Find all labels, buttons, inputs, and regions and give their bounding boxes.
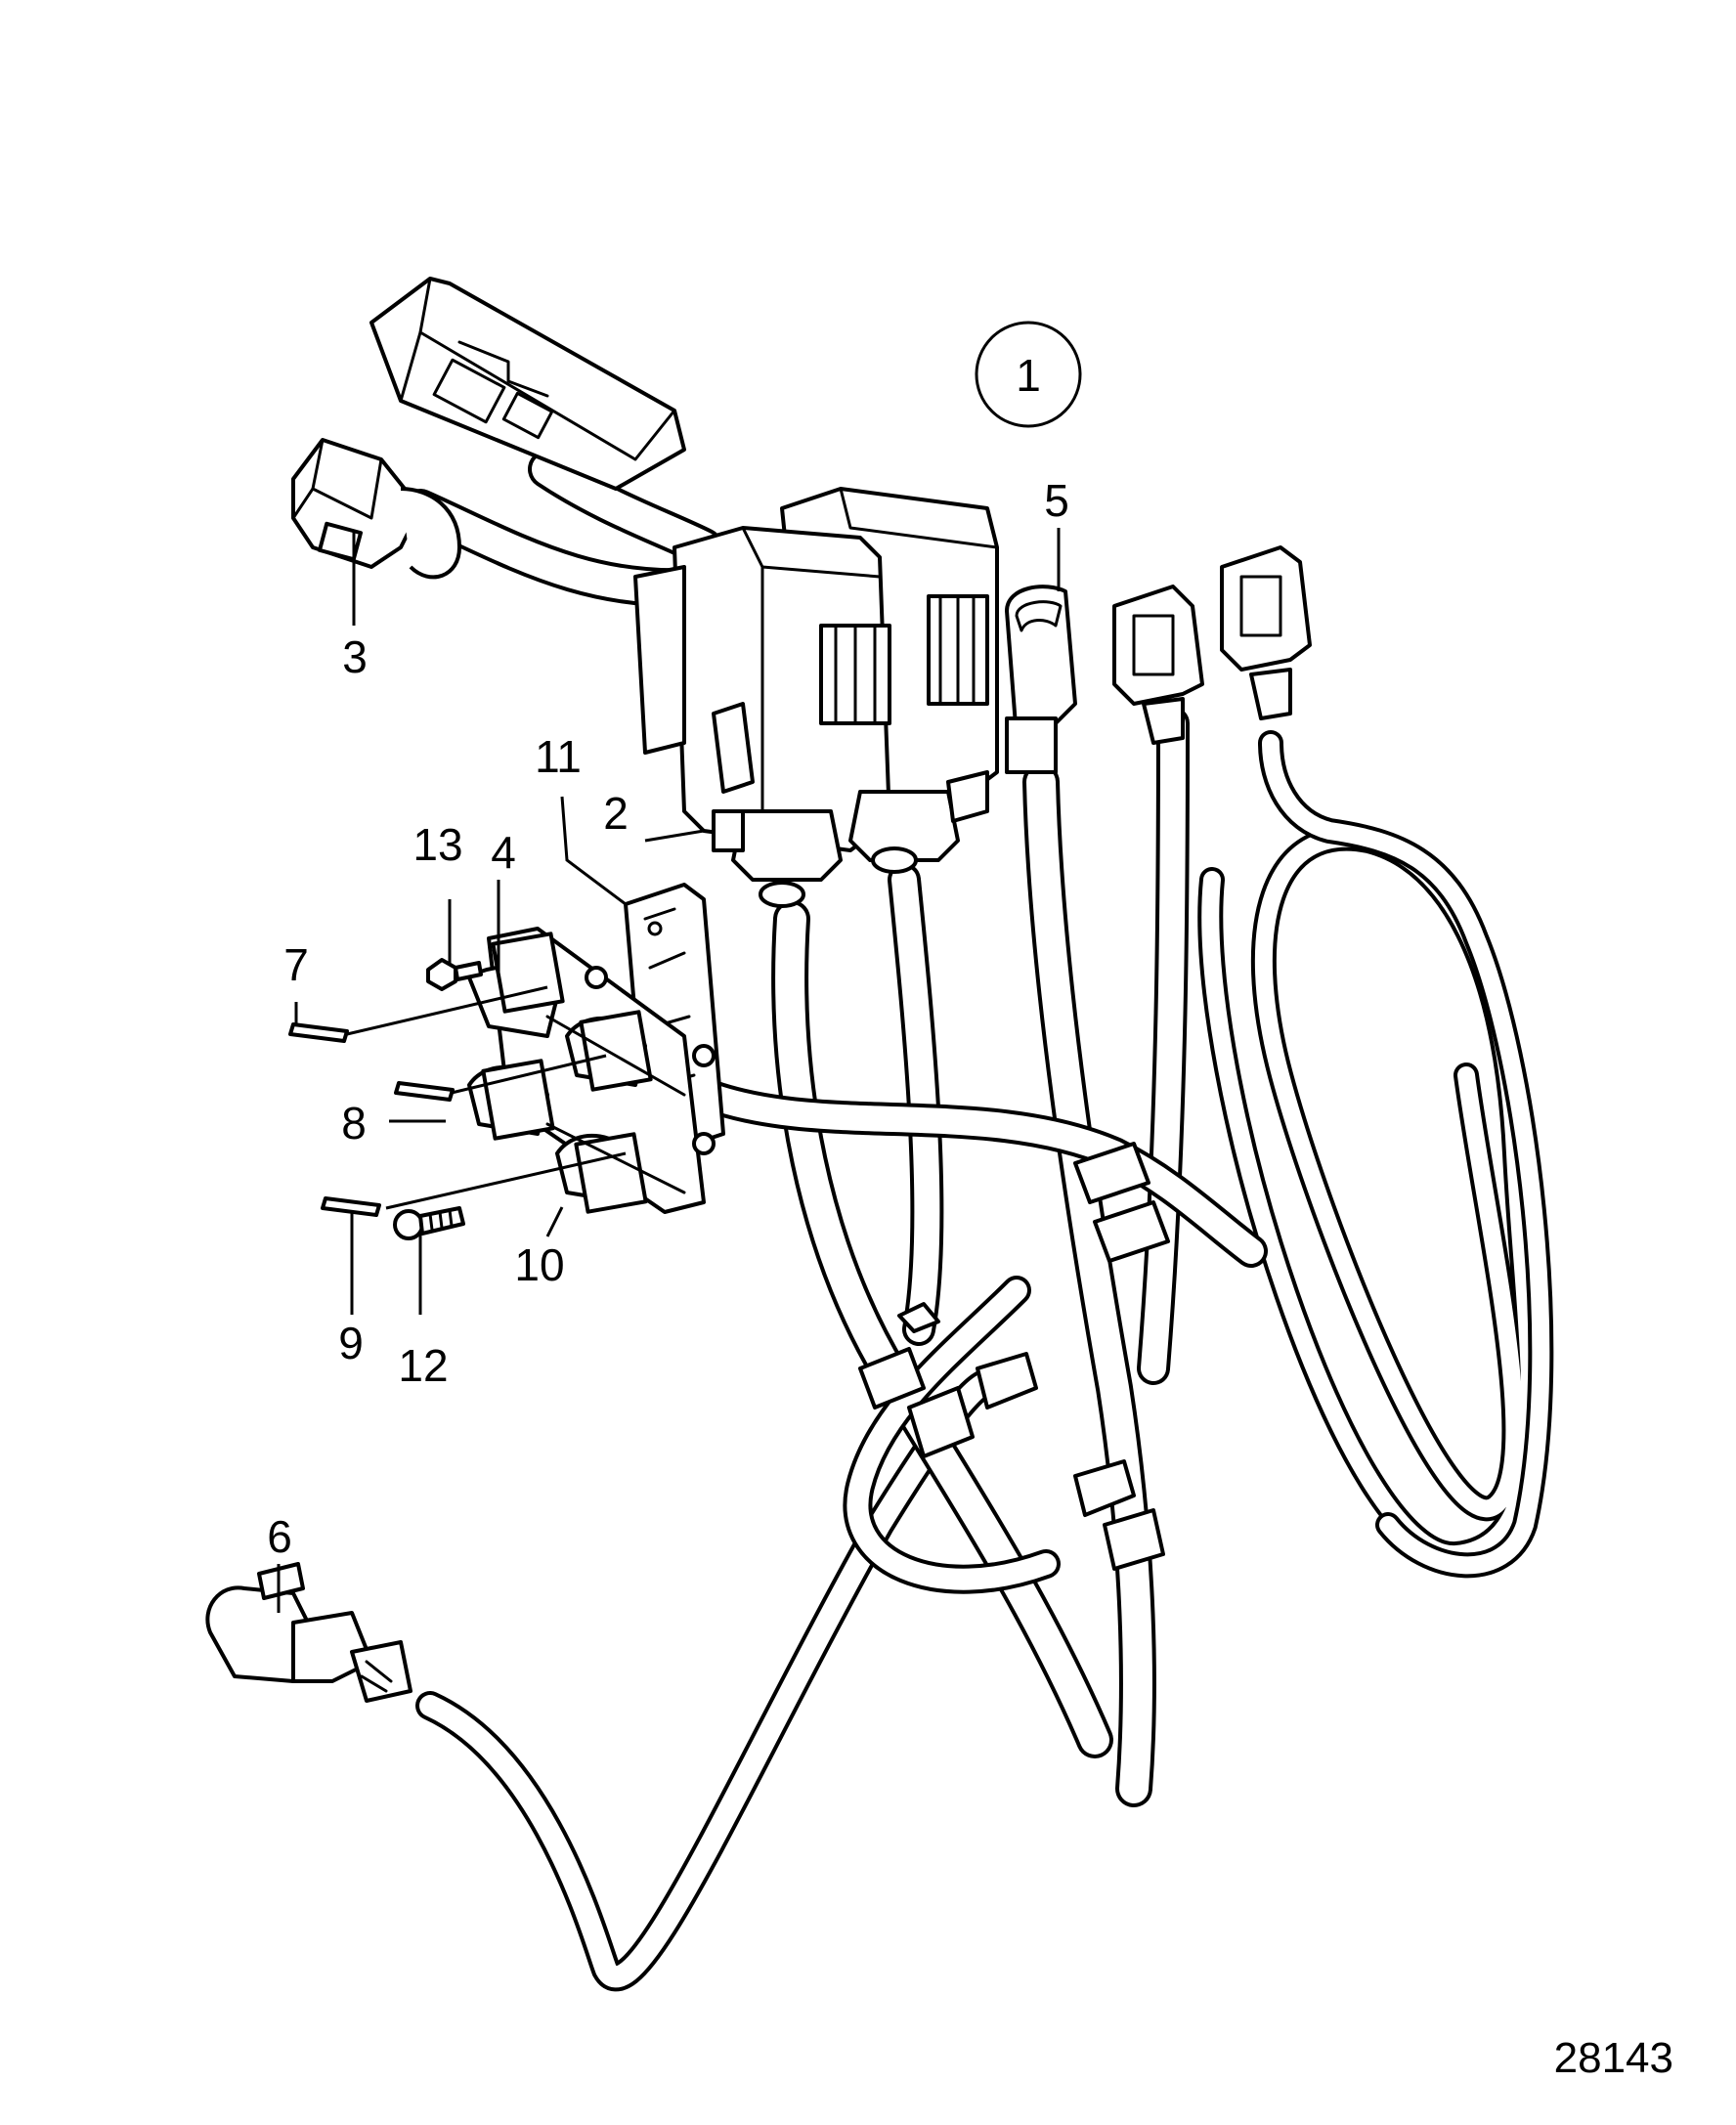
callout-3: 3 bbox=[342, 631, 368, 682]
plug-connector-b bbox=[1220, 545, 1312, 720]
label-strip-9 bbox=[321, 1196, 381, 1217]
callouts: 1 2 3 4 5 6 7 8 9 10 11 12 13 28143 bbox=[267, 321, 1673, 2082]
callout-9: 9 bbox=[338, 1318, 364, 1368]
connector-6 bbox=[205, 1562, 412, 1703]
callout-4: 4 bbox=[491, 827, 516, 878]
label-strip-8 bbox=[394, 1081, 455, 1102]
callout-11: 11 bbox=[535, 731, 582, 782]
figure-number: 28143 bbox=[1554, 2034, 1673, 2082]
control-module bbox=[369, 277, 686, 491]
callout-5: 5 bbox=[1044, 475, 1069, 526]
callout-2: 2 bbox=[603, 788, 629, 839]
leader-lines bbox=[277, 528, 1061, 1613]
callout-7: 7 bbox=[283, 939, 309, 990]
screw-12 bbox=[393, 1206, 465, 1240]
callout-13: 13 bbox=[412, 819, 462, 870]
callout-10: 10 bbox=[514, 1239, 564, 1290]
assembly-callout-circle bbox=[975, 321, 1082, 428]
cables bbox=[401, 450, 1554, 1992]
cable-ties bbox=[858, 1142, 1170, 1571]
relay-block bbox=[633, 487, 999, 908]
callout-12: 12 bbox=[398, 1340, 448, 1391]
bolt-13 bbox=[426, 958, 483, 991]
connector-3 bbox=[291, 438, 461, 580]
label-strip-7 bbox=[288, 1022, 349, 1043]
connector-5 bbox=[1005, 585, 1077, 774]
callout-6: 6 bbox=[267, 1511, 292, 1562]
label-strips bbox=[288, 985, 627, 1217]
plug-connector-a bbox=[1112, 585, 1204, 745]
callout-8: 8 bbox=[341, 1098, 367, 1149]
assembly-callout-label: 1 bbox=[1016, 350, 1041, 401]
